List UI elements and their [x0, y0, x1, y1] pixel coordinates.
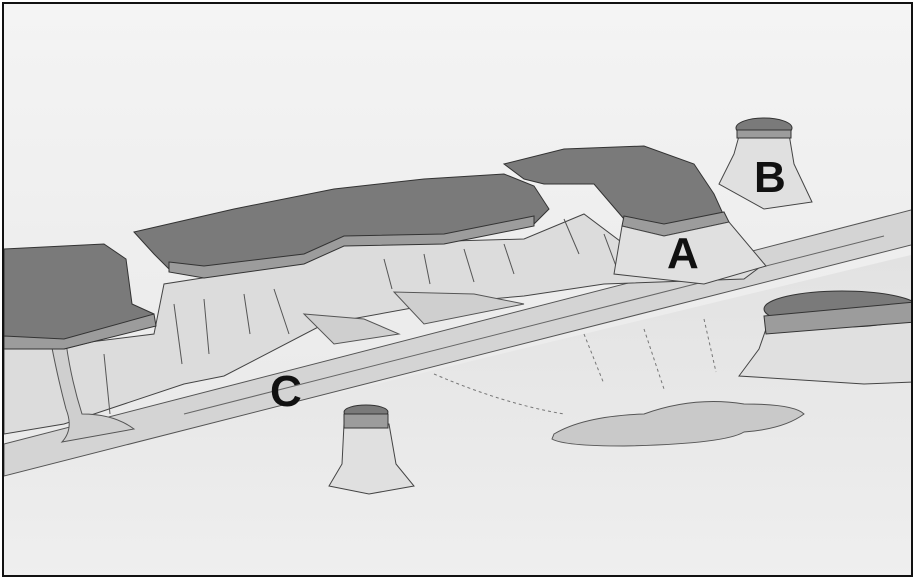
- label-a: A: [667, 229, 699, 278]
- landscape-illustration: A B C: [4, 4, 913, 577]
- label-c: C: [270, 367, 302, 416]
- butte-b-band: [737, 130, 791, 138]
- small-butte-band: [344, 414, 388, 428]
- label-b: B: [754, 153, 786, 202]
